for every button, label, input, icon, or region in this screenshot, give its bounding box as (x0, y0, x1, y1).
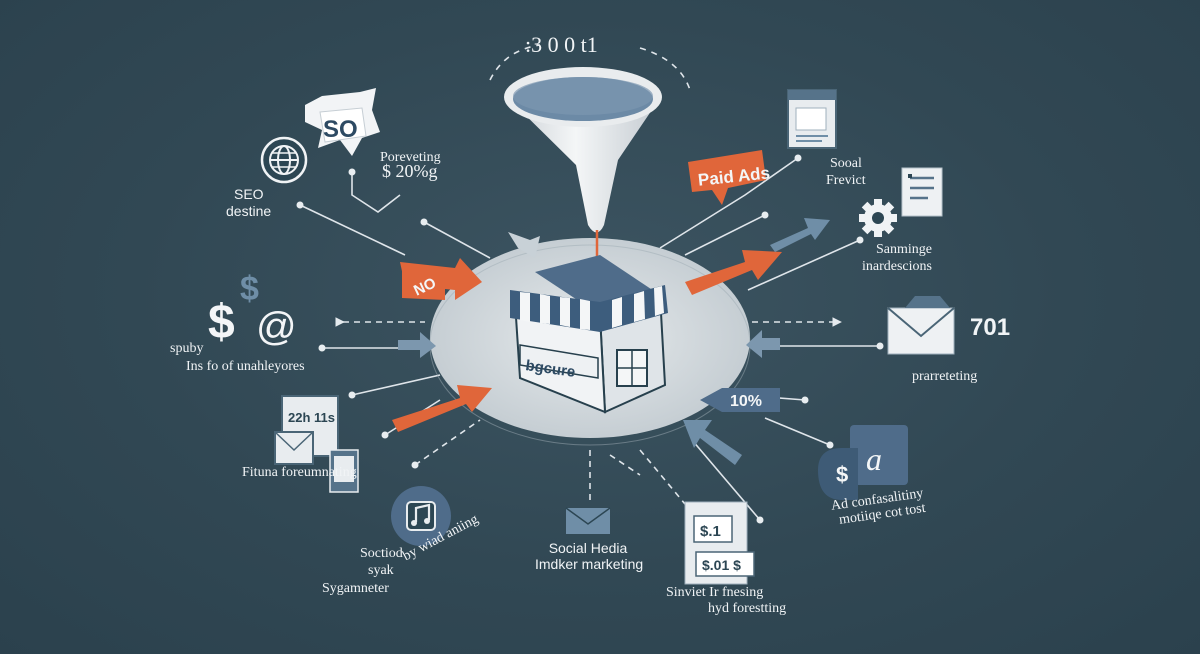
store-sign: bgcure (524, 357, 576, 381)
label-forecasting: Poreveting (380, 150, 441, 165)
funnel-icon (504, 67, 662, 280)
envelope-icon (887, 296, 955, 355)
label-summing: Sanminge (876, 242, 932, 257)
dollar-at-icon: $ (208, 296, 235, 349)
ten-percent-tag (700, 388, 780, 412)
label-forecasting-value: $ 20%g (382, 161, 438, 181)
label-influence: Ins fo of unahleyores (186, 359, 305, 374)
label-sinviet-sub: hyd forestting (708, 601, 787, 616)
label-prarreteting: prarreteting (912, 369, 978, 384)
label-social-media: Social Hedia (548, 540, 628, 556)
arrow-blue-left (398, 332, 436, 358)
svg-text:$: $ (240, 270, 259, 308)
label-soctiod: Soctiod (360, 546, 403, 561)
receipt-bottom-text: $.01 $ (702, 557, 741, 573)
dollar-card-icon (818, 425, 908, 500)
label-social: Sooal (830, 156, 862, 171)
arrow-blue-right (770, 218, 830, 252)
paid-ads-badge (688, 150, 766, 205)
gear-icon (859, 199, 897, 237)
svg-text:$: $ (836, 462, 848, 487)
ten-percent-text: 10% (730, 393, 762, 410)
svg-text:a: a (866, 441, 882, 477)
label-seo-sub: destine (226, 203, 272, 219)
mail-icon (565, 507, 611, 534)
funnel-top-text: :3 0 0 t1 (525, 32, 598, 57)
label-summing-sub: inardescions (862, 259, 932, 274)
music-note-icon (391, 486, 451, 546)
number-701: 701 (970, 314, 1010, 341)
arrow-gray-top (508, 232, 540, 258)
calendar-devices-icon (274, 395, 359, 493)
label-sinviet: Sinviet Ir fnesing (666, 585, 764, 600)
storefront-icon (510, 255, 668, 414)
arrow-orange-right (685, 250, 782, 295)
label-soctiod-b: syak (368, 563, 394, 578)
label-social-sub: Frevict (826, 173, 866, 188)
globe-icon (260, 136, 308, 184)
label-social-media-sub: Imdker marketing (535, 556, 644, 572)
arrow-blue-right-2 (746, 330, 780, 358)
receipt-icon (684, 501, 755, 585)
document-icon (901, 167, 943, 217)
label-soctiod-c: Sygamneter (322, 581, 389, 596)
seo-badge-icon (305, 88, 380, 156)
svg-text:@: @ (256, 305, 297, 349)
svg-text:22h 11s: 22h 11s (288, 410, 335, 425)
no-tag-icon (402, 265, 445, 300)
label-email-forecasting: Fituna foreumnating (242, 465, 357, 480)
receipt-top-text: $.1 (700, 523, 721, 540)
label-seo: SEO (234, 186, 264, 202)
browser-window-icon (787, 89, 837, 149)
arrow-orange-left-bottom (392, 385, 492, 432)
connector-lines (299, 44, 880, 521)
seo-badge-text: SO (323, 116, 358, 143)
arrow-blue-bottom (683, 420, 742, 465)
label-spuby: spuby (170, 341, 204, 356)
